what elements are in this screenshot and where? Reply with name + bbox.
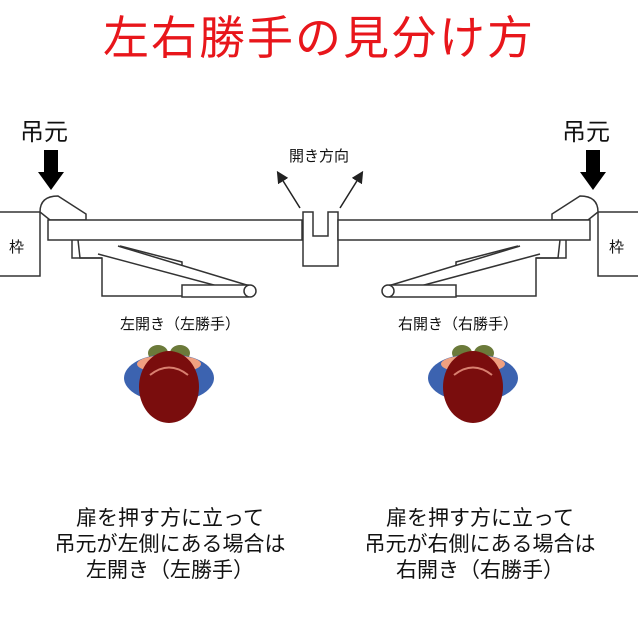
explanation-right-line: 右開き（右勝手）: [396, 558, 564, 582]
open-direction-label: 開き方向: [288, 147, 349, 165]
explanation-right-line: 扉を押す方に立って: [386, 506, 574, 530]
frame-right: [597, 211, 638, 277]
right-door-label: 右開き（右勝手）: [397, 315, 518, 333]
explanation-left-line: 扉を押す方に立って: [76, 506, 264, 530]
hinge-arrow-right: [580, 150, 606, 190]
door-stop: [302, 211, 339, 267]
hinge-arrow-left: [38, 150, 64, 190]
frame-left: [0, 211, 41, 277]
explanation-left: 扉を押す方に立って 吊元が左側にある場合は 左開き（左勝手）: [20, 505, 320, 583]
person-right: [428, 345, 518, 423]
explanation-left-line: 左開き（左勝手）: [86, 558, 254, 582]
explanation-left-line: 吊元が左側にある場合は: [54, 532, 286, 556]
left-door-label: 左開き（左勝手）: [119, 315, 240, 333]
hinge-label-left: 吊元: [20, 118, 68, 146]
hinge-label-right: 吊元: [562, 118, 610, 146]
open-direction-arrows: [276, 170, 364, 209]
person-left: [124, 345, 214, 423]
door-leaf-right: [337, 195, 599, 298]
frame-label-left: 枠: [9, 238, 25, 256]
explanation-right-line: 吊元が右側にある場合は: [364, 532, 596, 556]
frame-label-right: 枠: [609, 238, 625, 256]
door-leaf-left: [39, 195, 303, 298]
page-title: 左右勝手の見分け方: [103, 11, 535, 65]
explanation-right: 扉を押す方に立って 吊元が右側にある場合は 右開き（右勝手）: [330, 505, 630, 583]
